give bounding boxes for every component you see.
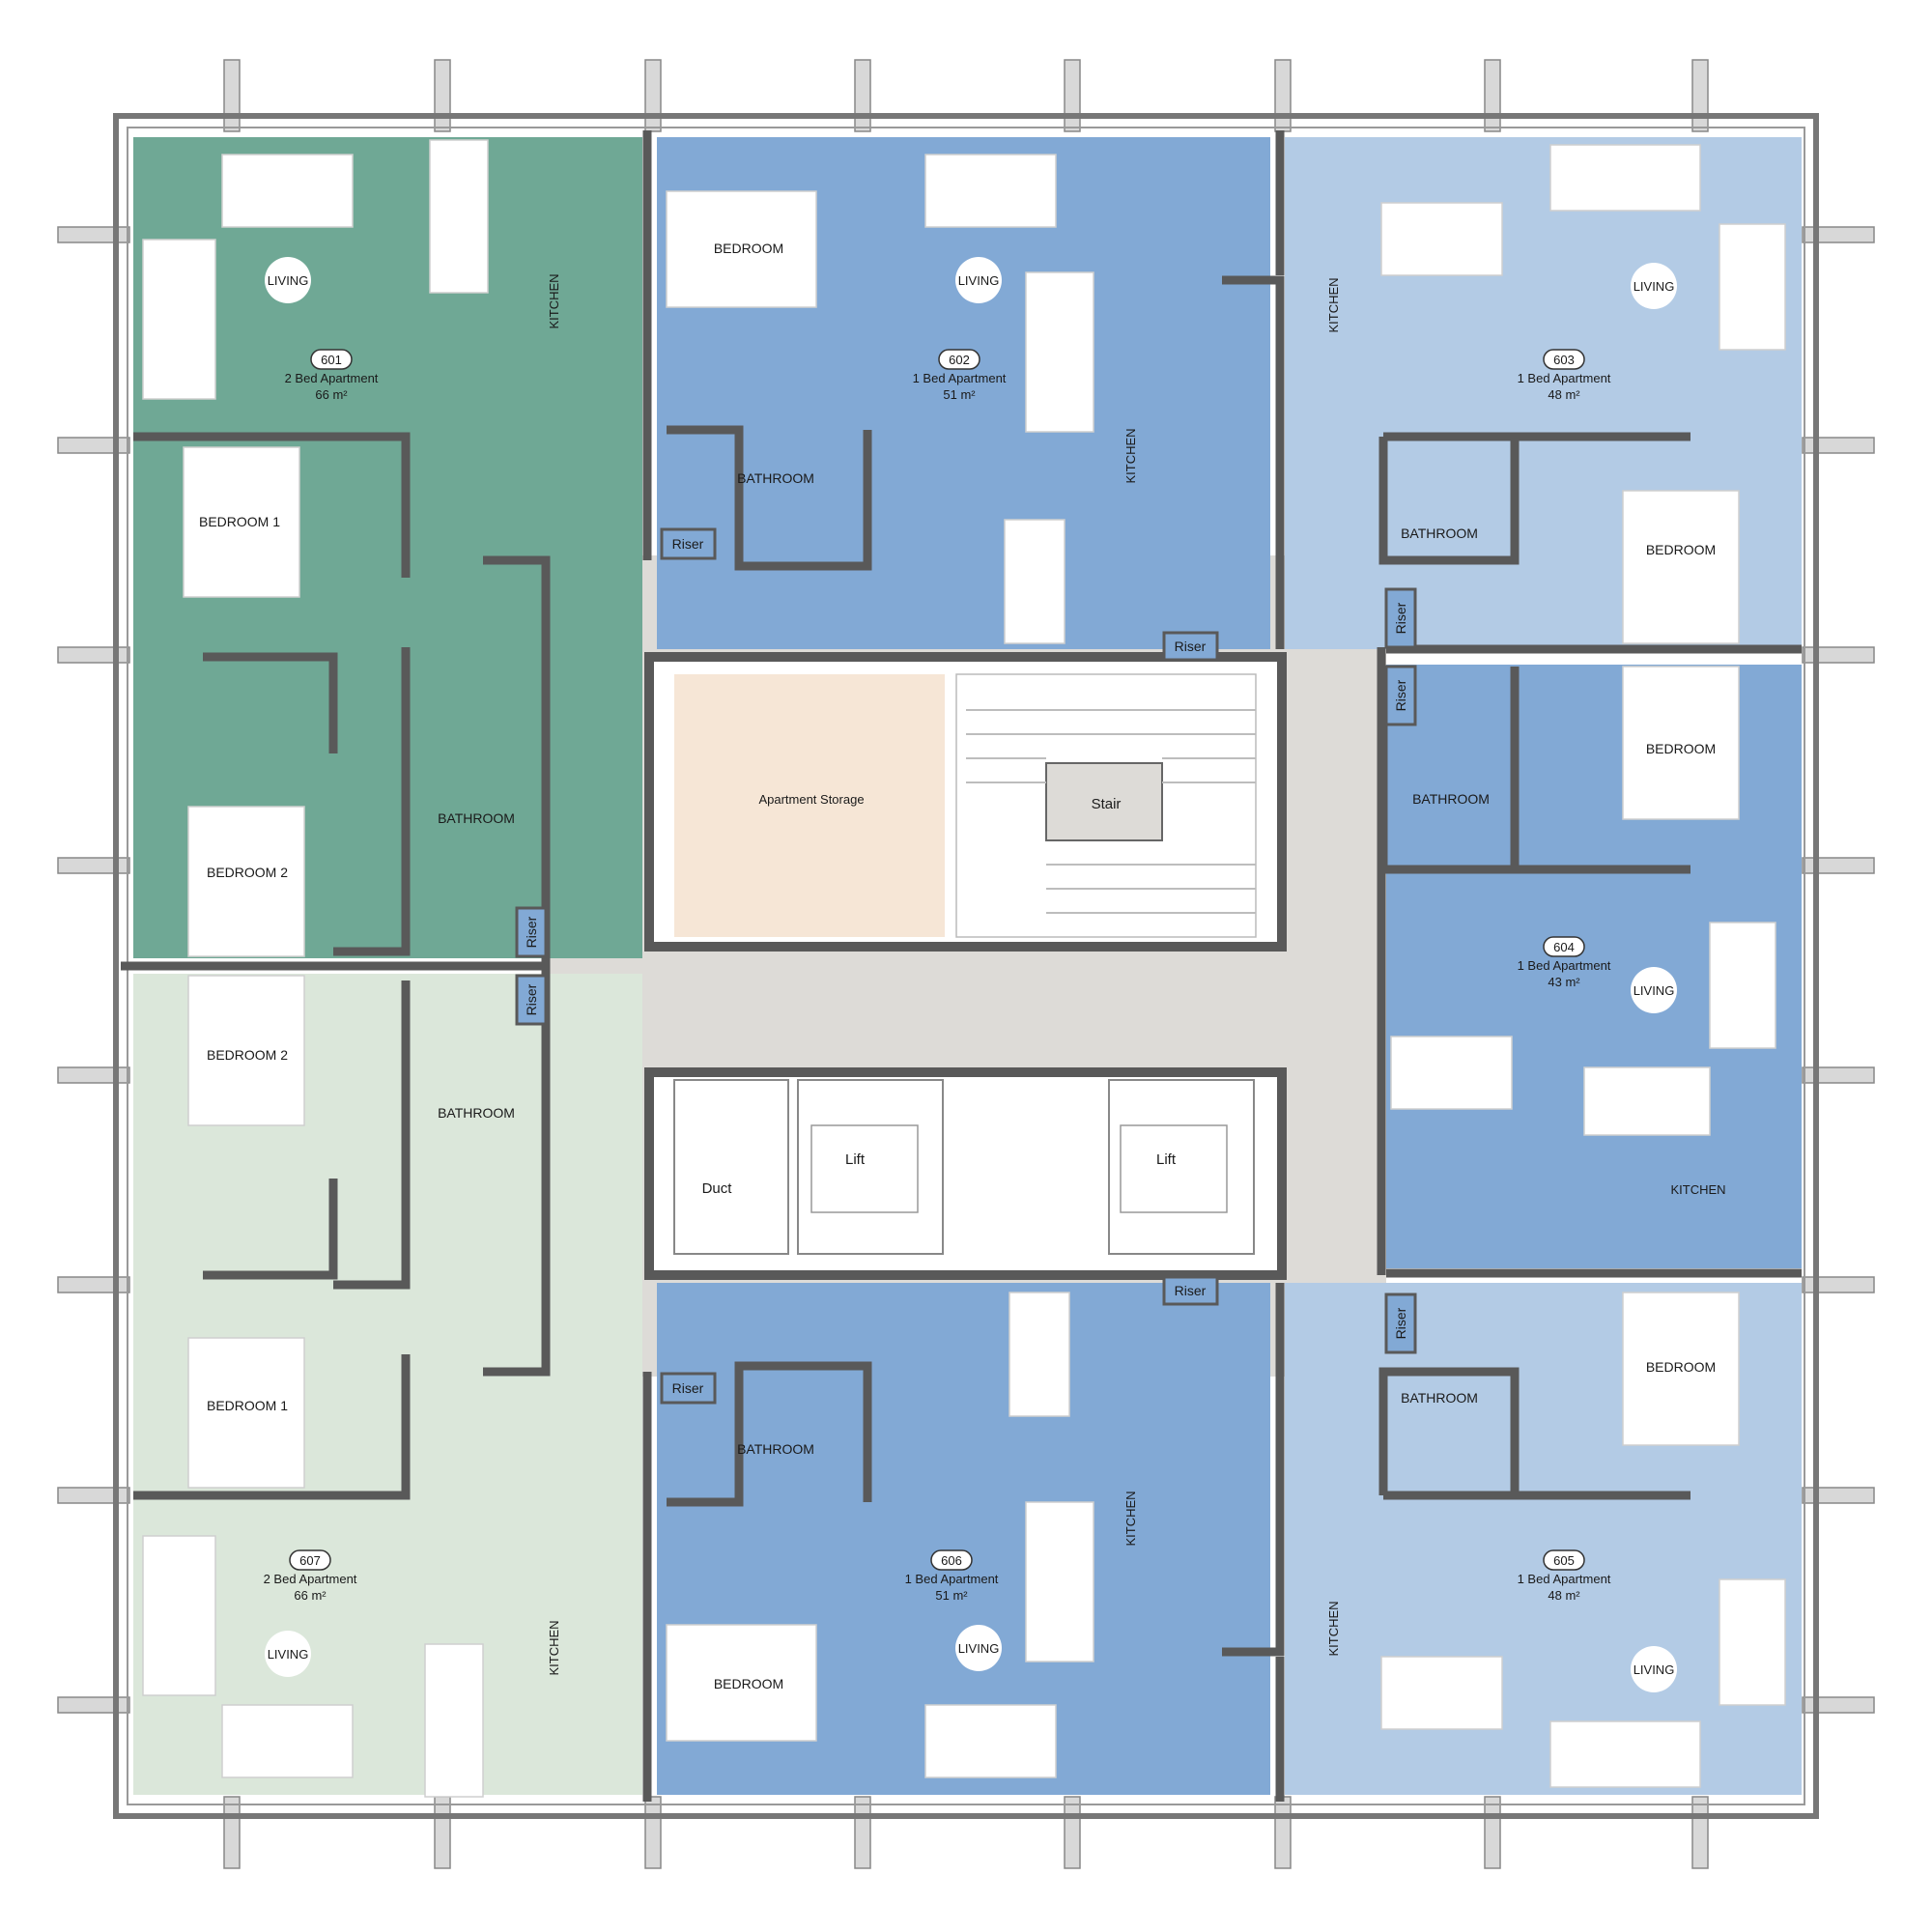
stair-label: Stair xyxy=(1092,796,1122,812)
facade-frame xyxy=(113,113,1819,1819)
living-label-603: LIVING xyxy=(1634,279,1675,294)
svg-text:48 m²: 48 m² xyxy=(1548,1588,1580,1603)
duct-shaft xyxy=(673,1079,789,1255)
bathroom-label-603: BATHROOM xyxy=(1401,526,1478,541)
walls xyxy=(121,130,1802,1802)
svg-text:601: 601 xyxy=(321,353,342,367)
apartment-label-604: 604 1 Bed Apartment 43 m² xyxy=(1518,936,1611,989)
furniture xyxy=(142,139,1786,1798)
riser-label-601: Riser xyxy=(524,916,539,948)
svg-text:604: 604 xyxy=(1553,940,1575,954)
kitchen-label-604: KITCHEN xyxy=(1670,1182,1725,1197)
riser-label-607: Riser xyxy=(524,983,539,1015)
kitchen-label-607: KITCHEN xyxy=(547,1620,561,1675)
svg-text:48 m²: 48 m² xyxy=(1548,387,1580,402)
svg-text:606: 606 xyxy=(941,1553,962,1568)
kitchen-label-605: KITCHEN xyxy=(1326,1601,1341,1656)
svg-text:51 m²: 51 m² xyxy=(943,387,976,402)
core-upper xyxy=(644,652,1287,952)
apartment-label-603: 603 1 Bed Apartment 48 m² xyxy=(1518,349,1611,402)
living-label-606: LIVING xyxy=(958,1641,1000,1656)
svg-text:1 Bed Apartment: 1 Bed Apartment xyxy=(1518,1572,1611,1586)
riser-label-602: Riser xyxy=(672,536,704,552)
living-label-607: LIVING xyxy=(268,1647,309,1662)
riser-label-core-bottom: Riser xyxy=(1175,1283,1207,1298)
riser-labels: Riser Riser Riser Riser Riser Riser Rise… xyxy=(524,536,1408,1396)
svg-text:607: 607 xyxy=(299,1553,321,1568)
svg-text:1 Bed Apartment: 1 Bed Apartment xyxy=(905,1572,999,1586)
svg-text:1 Bed Apartment: 1 Bed Apartment xyxy=(1518,958,1611,973)
bathroom-label-602: BATHROOM xyxy=(737,470,814,486)
bedroom-label-604: BEDROOM xyxy=(1646,741,1716,756)
svg-text:66 m²: 66 m² xyxy=(315,387,348,402)
bathroom-label-601: BATHROOM xyxy=(438,810,515,826)
riser-label-606: Riser xyxy=(672,1380,704,1396)
apartment-label-602: 602 1 Bed Apartment 51 m² xyxy=(913,349,1007,402)
stair-treads xyxy=(966,709,1256,914)
bedroom-label-605: BEDROOM xyxy=(1646,1359,1716,1375)
bedroom-2-label-607: BEDROOM 2 xyxy=(207,1047,288,1063)
kitchen-label-606: KITCHEN xyxy=(1123,1491,1138,1546)
riser-label-603: Riser xyxy=(1393,602,1408,634)
svg-text:1 Bed Apartment: 1 Bed Apartment xyxy=(913,371,1007,385)
duct-label: Duct xyxy=(702,1180,733,1197)
apartment-label-606: 606 1 Bed Apartment 51 m² xyxy=(905,1549,999,1603)
lift-label-2: Lift xyxy=(1156,1151,1177,1168)
bedroom-1-label-601: BEDROOM 1 xyxy=(199,514,280,529)
bathroom-label-607: BATHROOM xyxy=(438,1105,515,1121)
bathroom-label-604: BATHROOM xyxy=(1412,791,1490,807)
storage-label: Apartment Storage xyxy=(758,792,864,807)
bathroom-label-606: BATHROOM xyxy=(737,1441,814,1457)
bathroom-labels: BATHROOM BATHROOM BATHROOM BATHROOM BATH… xyxy=(438,470,1490,1457)
svg-text:1 Bed Apartment: 1 Bed Apartment xyxy=(1518,371,1611,385)
bedroom-1-label-607: BEDROOM 1 xyxy=(207,1398,288,1413)
core-lower xyxy=(644,1067,1287,1280)
living-label-604: LIVING xyxy=(1634,983,1675,998)
living-label-605: LIVING xyxy=(1634,1662,1675,1677)
apartment-storage-room xyxy=(674,674,945,937)
kitchen-label-601: KITCHEN xyxy=(547,273,561,328)
riser-label-605: Riser xyxy=(1393,1307,1408,1339)
svg-text:66 m²: 66 m² xyxy=(294,1588,327,1603)
apartment-label-601: 601 2 Bed Apartment 66 m² xyxy=(285,349,379,402)
core-labels: Apartment Storage Stair Lift Lift Duct xyxy=(702,792,1177,1197)
bedroom-label-602: BEDROOM xyxy=(714,241,783,256)
bedroom-labels: BEDROOM 1 BEDROOM 2 BEDROOM 2 BEDROOM 1 … xyxy=(199,241,1716,1691)
living-labels: LIVING LIVING LIVING LIVING LIVING LIVIN… xyxy=(265,257,1677,1692)
riser-label-604: Riser xyxy=(1393,679,1408,711)
lift-label-1: Lift xyxy=(845,1151,866,1168)
bedroom-2-label-601: BEDROOM 2 xyxy=(207,865,288,880)
riser-boxes xyxy=(515,527,1417,1405)
living-label-601: LIVING xyxy=(268,273,309,288)
svg-text:602: 602 xyxy=(949,353,970,367)
bedroom-label-606: BEDROOM xyxy=(714,1676,783,1691)
bathroom-label-605: BATHROOM xyxy=(1401,1390,1478,1406)
svg-text:2 Bed Apartment: 2 Bed Apartment xyxy=(264,1572,357,1586)
riser-label-core-top: Riser xyxy=(1175,639,1207,654)
apartment-label-605: 605 1 Bed Apartment 48 m² xyxy=(1518,1549,1611,1603)
kitchen-labels: KITCHEN KITCHEN KITCHEN KITCHEN KITCHEN … xyxy=(547,273,1726,1675)
svg-text:603: 603 xyxy=(1553,353,1575,367)
svg-text:51 m²: 51 m² xyxy=(935,1588,968,1603)
bedroom-label-603: BEDROOM xyxy=(1646,542,1716,557)
apartment-label-607: 607 2 Bed Apartment 66 m² xyxy=(264,1549,357,1603)
kitchen-label-602: KITCHEN xyxy=(1123,428,1138,483)
svg-text:43 m²: 43 m² xyxy=(1548,975,1580,989)
living-label-602: LIVING xyxy=(958,273,1000,288)
svg-text:2 Bed Apartment: 2 Bed Apartment xyxy=(285,371,379,385)
kitchen-label-603: KITCHEN xyxy=(1326,277,1341,332)
svg-text:605: 605 xyxy=(1553,1553,1575,1568)
